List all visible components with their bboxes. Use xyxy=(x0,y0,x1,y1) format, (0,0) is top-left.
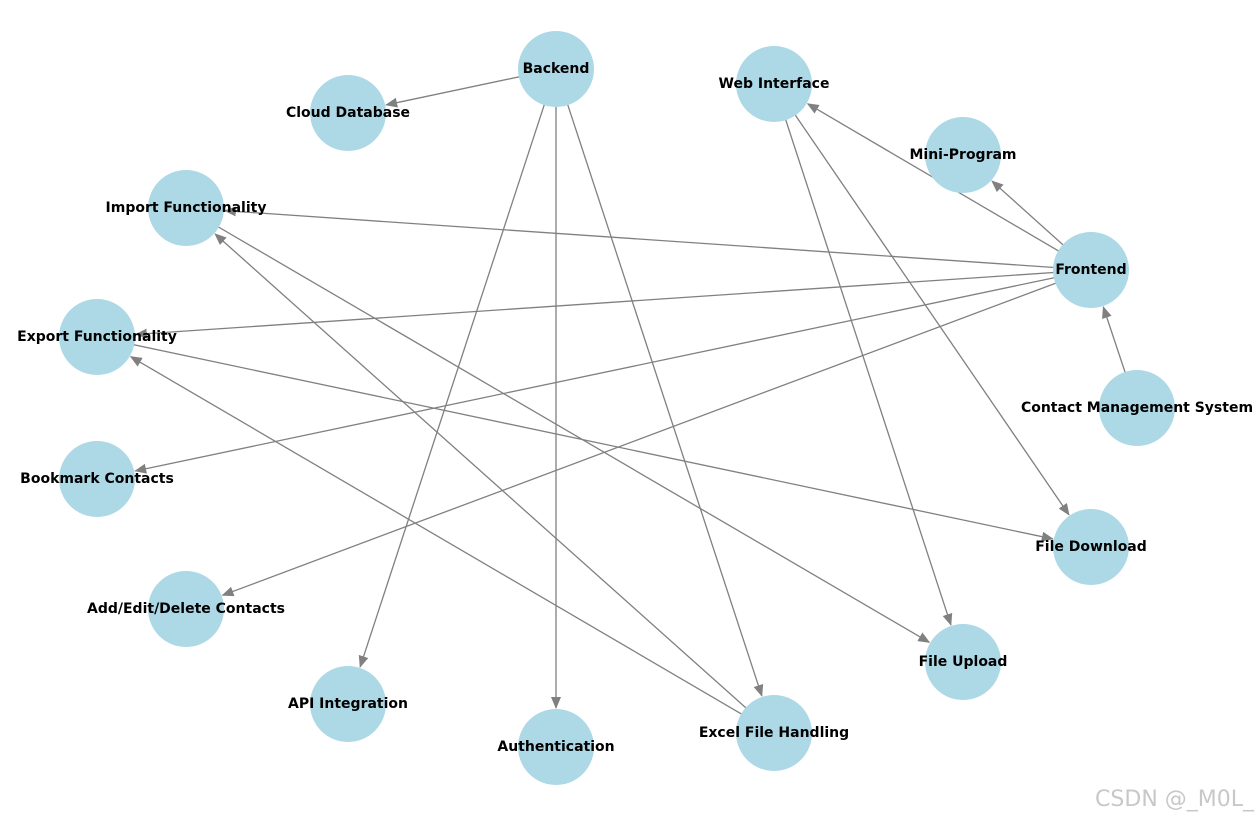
edge-frontend-to-import-functionality xyxy=(223,206,1080,270)
node-frontend: Frontend xyxy=(1053,232,1129,308)
node-bookmark-contacts: Bookmark Contacts xyxy=(20,441,174,517)
edges-layer xyxy=(108,70,1135,728)
watermark: CSDN @_M0L_ xyxy=(1095,787,1254,812)
node-circle-file-download xyxy=(1053,509,1129,585)
node-file-upload: File Upload xyxy=(919,624,1008,700)
node-label-import-functionality: Import Functionality xyxy=(106,200,267,216)
node-authentication: Authentication xyxy=(497,709,615,785)
node-circle-import-functionality xyxy=(148,170,224,246)
edge-backend-to-api-integration xyxy=(358,79,554,668)
node-label-frontend: Frontend xyxy=(1055,262,1126,278)
node-label-bookmark-contacts: Bookmark Contacts xyxy=(20,471,174,487)
node-circle-api-integration xyxy=(310,666,386,742)
node-label-export-functionality: Export Functionality xyxy=(17,329,177,345)
edge-excel-file-handling-to-import-functionality xyxy=(214,233,766,726)
node-circle-cloud-database xyxy=(310,75,386,151)
node-export-functionality: Export Functionality xyxy=(17,299,177,375)
node-label-authentication: Authentication xyxy=(497,739,614,755)
edge-frontend-to-add-edit-delete-contacts xyxy=(221,273,1081,597)
edge-frontend-to-bookmark-contacts xyxy=(134,271,1080,474)
node-circle-mini-program xyxy=(925,117,1001,193)
node-label-cloud-database: Cloud Database xyxy=(286,105,410,121)
edge-backend-to-excel-file-handling xyxy=(558,79,764,697)
node-label-file-upload: File Upload xyxy=(919,654,1008,670)
node-circle-bookmark-contacts xyxy=(59,441,135,517)
node-label-web-interface: Web Interface xyxy=(719,76,830,92)
node-import-functionality: Import Functionality xyxy=(106,170,267,246)
node-file-download: File Download xyxy=(1035,509,1147,585)
node-excel-file-handling: Excel File Handling xyxy=(699,695,849,771)
edge-excel-file-handling-to-export-functionality xyxy=(129,356,765,728)
node-circle-backend xyxy=(518,31,594,107)
edge-export-functionality-to-file-download xyxy=(108,338,1054,542)
node-contact-management-system: Contact Management System xyxy=(1021,370,1253,446)
node-backend: Backend xyxy=(518,31,594,107)
node-circle-add-edit-delete-contacts xyxy=(148,571,224,647)
edge-backend-to-cloud-database xyxy=(385,70,545,108)
node-label-contact-management-system: Contact Management System xyxy=(1021,400,1253,416)
node-api-integration: API Integration xyxy=(288,666,408,742)
edge-web-interface-to-file-upload xyxy=(776,94,953,626)
edge-frontend-to-export-functionality xyxy=(134,270,1080,339)
node-circle-file-upload xyxy=(925,624,1001,700)
node-label-excel-file-handling: Excel File Handling xyxy=(699,725,849,741)
node-label-add-edit-delete-contacts: Add/Edit/Delete Contacts xyxy=(87,601,285,617)
node-circle-excel-file-handling xyxy=(736,695,812,771)
node-circle-export-functionality xyxy=(59,299,135,375)
node-add-edit-delete-contacts: Add/Edit/Delete Contacts xyxy=(87,571,285,647)
node-cloud-database: Cloud Database xyxy=(286,75,410,151)
node-label-backend: Backend xyxy=(523,61,590,77)
node-circle-web-interface xyxy=(736,46,812,122)
edge-import-functionality-to-file-upload xyxy=(195,213,931,643)
node-label-api-integration: API Integration xyxy=(288,696,408,712)
node-web-interface: Web Interface xyxy=(719,46,830,122)
edge-web-interface-to-file-download xyxy=(779,93,1070,516)
node-circle-contact-management-system xyxy=(1099,370,1175,446)
node-mini-program: Mini-Program xyxy=(909,117,1017,193)
node-circle-authentication xyxy=(518,709,594,785)
node-label-file-download: File Download xyxy=(1035,539,1147,555)
node-label-mini-program: Mini-Program xyxy=(909,147,1016,163)
node-circle-frontend xyxy=(1053,232,1129,308)
